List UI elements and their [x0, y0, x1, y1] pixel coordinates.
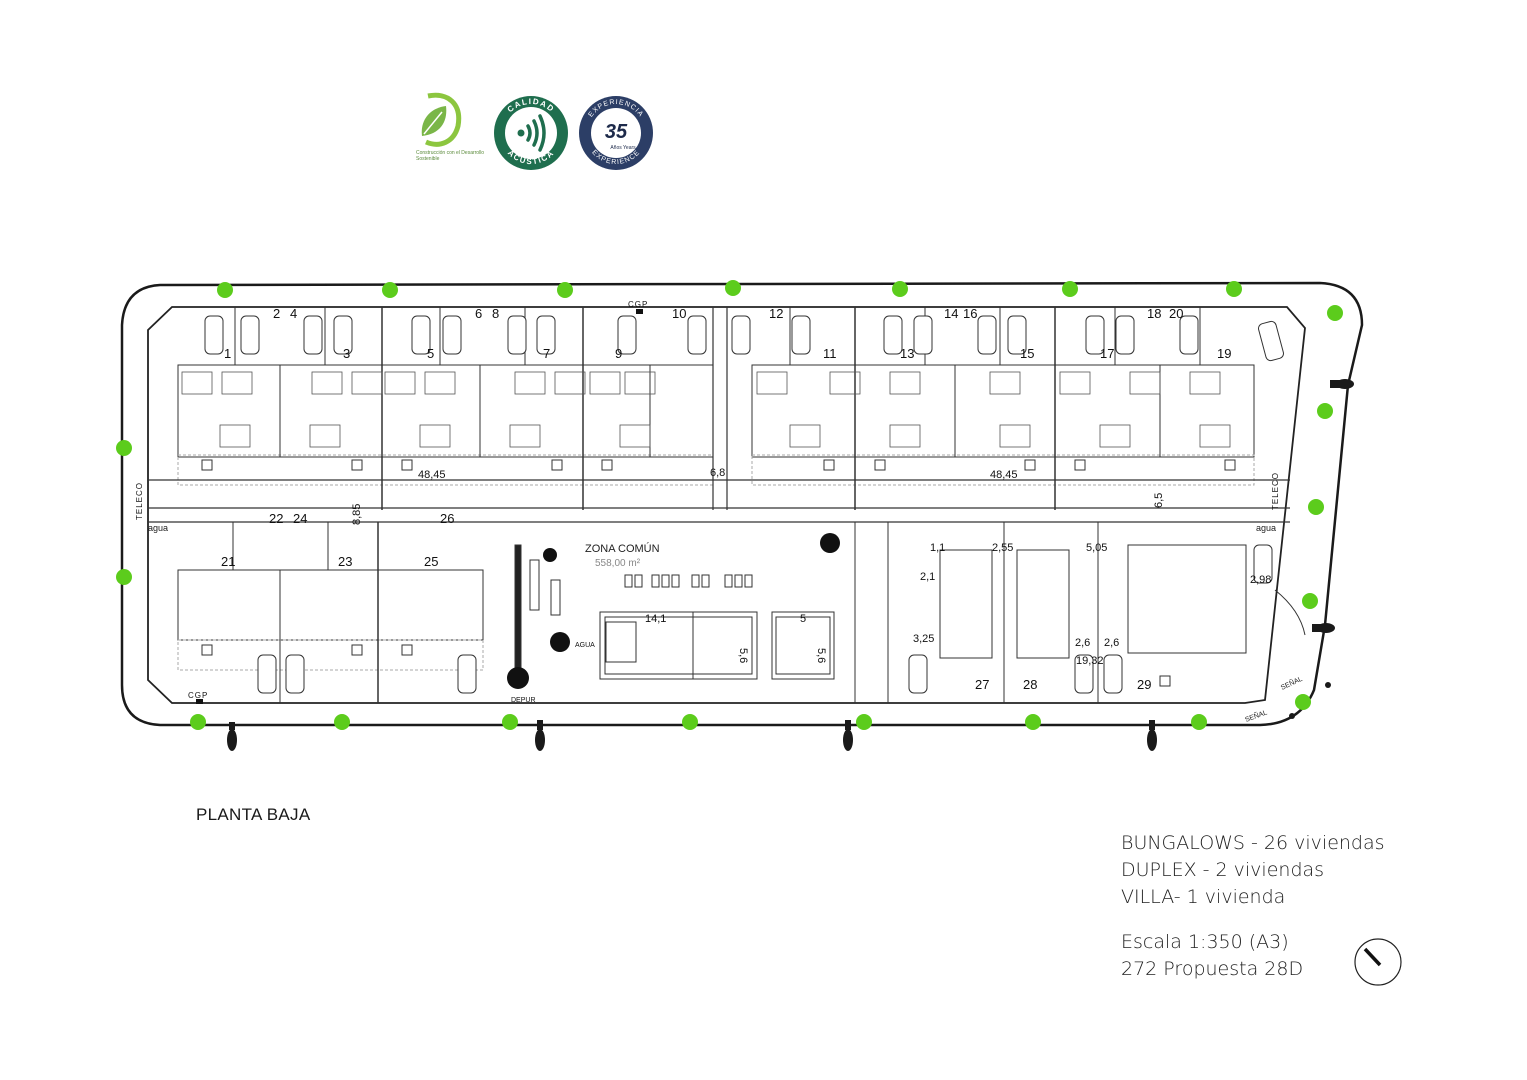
tree-icons [116, 280, 1343, 730]
dim-d8: 19,32 [1076, 655, 1104, 667]
leaf-icon [421, 92, 462, 147]
annotations: ZONA COMÚN 558,00 m² CGP CGP TELECO TELE… [135, 300, 1304, 724]
unit-number: 22 [269, 511, 283, 526]
furniture-top [181, 371, 1231, 448]
unit-number: 19 [1217, 346, 1231, 361]
north-arrow-icon [1354, 938, 1402, 986]
legend-scale: Escala 1:350 (A3) [1121, 931, 1289, 953]
certification-logos: Construcción con el Desarrollo Sostenibl… [414, 90, 654, 180]
experience-logo: EXPERIENCIA EXPERIENCE 35 Años Years [577, 94, 655, 172]
palm-tree-icons [507, 533, 840, 689]
depuradora-label: DEPUR [511, 697, 536, 704]
agua-left-label: agua [148, 523, 168, 533]
sunbeds [624, 574, 753, 588]
dim-d2: 2,55 [992, 542, 1013, 554]
patio-table-icons [201, 459, 1236, 471]
unit-number: 21 [221, 554, 235, 569]
dim-left-block: 48,45 [418, 469, 446, 481]
top-block-right [751, 307, 1255, 510]
dim-vertical-left: 8,85 [351, 504, 363, 525]
unit-number: 12 [769, 306, 783, 321]
dim-central-road: 6,8 [710, 467, 725, 479]
unit-number: 20 [1169, 306, 1183, 321]
senal-label-1: SEÑAL [1279, 674, 1304, 692]
senal-label-2: SEÑAL [1244, 708, 1269, 724]
unit-number: 14 [944, 306, 958, 321]
common-zone [514, 522, 889, 703]
legend-villa: VILLA- 1 vivienda [1121, 886, 1286, 908]
central-walkway [148, 307, 1290, 523]
unit-number: 4 [290, 306, 297, 321]
small-pool-length: 5 [800, 613, 806, 625]
dim-d6: 2,6 [1075, 637, 1090, 649]
unit-number: 24 [293, 511, 307, 526]
unit-number: 11 [823, 346, 837, 361]
sustainability-logo: Construcción con el Desarrollo Sostenibl… [414, 90, 490, 180]
unit-number: 2 [273, 306, 280, 321]
unit-number: 15 [1020, 346, 1034, 361]
unit-number: 10 [672, 306, 686, 321]
dim-vertical-right: 6,5 [1153, 493, 1165, 508]
unit-number: 17 [1100, 346, 1114, 361]
unit-number: 13 [900, 346, 914, 361]
unit-number: 1 [224, 346, 231, 361]
agua-right-label: agua [1256, 523, 1276, 533]
teleco-left-label: TELECO [135, 482, 144, 520]
street-lamp-icons [227, 379, 1354, 751]
unit-number: 8 [492, 306, 499, 321]
sustainability-text: Construcción con el Desarrollo Sostenibl… [416, 150, 485, 162]
unit-number: 5 [427, 346, 434, 361]
unit-number: 28 [1023, 677, 1037, 692]
plot-boundary [120, 281, 1364, 727]
inner-boundary [147, 306, 1306, 704]
experience-sub: Años Years [610, 145, 636, 151]
dim-d7: 2,6 [1104, 637, 1119, 649]
acoustic-quality-logo: CALIDAD ACÚSTICA [492, 94, 570, 172]
unit-number: 25 [424, 554, 438, 569]
legend-proposal: 272 Propuesta 28D [1121, 958, 1304, 980]
small-pool-width: 5,6 [815, 648, 827, 663]
sound-waves-icon [517, 114, 546, 152]
unit-number: 7 [543, 346, 550, 361]
unit-number: 16 [963, 306, 977, 321]
cgp-top-label: CGP [628, 300, 648, 309]
dimension-labels: 48,45 48,45 6,8 8,85 6,5 1,1 2,55 5,05 2… [351, 467, 1271, 667]
legend-duplex: DUPLEX - 2 viviendas [1121, 859, 1325, 881]
agua-tank-label: AGUA [575, 642, 595, 649]
teleco-right-label: TELECO [1271, 472, 1280, 510]
unit-number: 6 [475, 306, 482, 321]
common-zone-area: 558,00 m² [595, 558, 641, 569]
unit-number: 9 [615, 346, 622, 361]
dim-d4: 2,1 [920, 571, 935, 583]
legend: BUNGALOWS - 26 viviendas DUPLEX - 2 vivi… [1121, 830, 1385, 983]
dim-d9: 2,98 [1250, 574, 1271, 586]
pool-length: 14,1 [645, 613, 666, 625]
pool-width: 5,6 [737, 648, 749, 663]
dim-d5: 3,25 [913, 633, 934, 645]
unit-number: 23 [338, 554, 352, 569]
plan-title: PLANTA BAJA [196, 805, 311, 824]
unit-number: 3 [343, 346, 350, 361]
cgp-bottom-label: CGP [188, 691, 208, 700]
unit-number: 27 [975, 677, 989, 692]
car-icons-top [204, 315, 1284, 362]
unit-number: 18 [1147, 306, 1161, 321]
experience-number: 35 [605, 121, 628, 143]
dim-d3: 5,05 [1086, 542, 1107, 554]
common-zone-label: ZONA COMÚN [585, 542, 660, 555]
unit-number: 26 [440, 511, 454, 526]
duplex-villa-block [908, 522, 1306, 703]
bottom-left-block [177, 522, 484, 703]
dim-d1: 1,1 [930, 542, 945, 554]
legend-bungalows: BUNGALOWS - 26 viviendas [1121, 832, 1385, 854]
unit-number: 29 [1137, 677, 1151, 692]
dim-right-block: 48,45 [990, 469, 1018, 481]
